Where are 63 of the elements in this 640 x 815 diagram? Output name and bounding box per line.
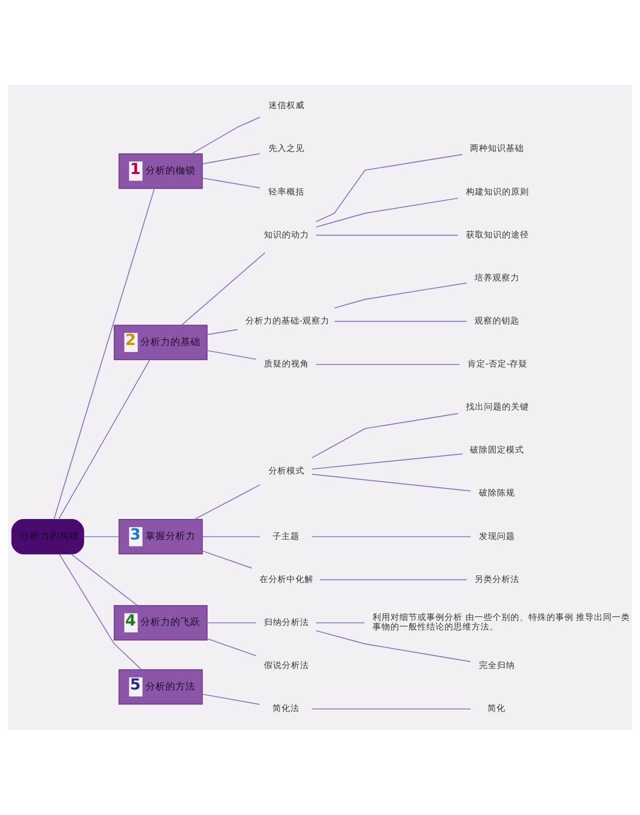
node-text: 另类分析法 [474, 574, 520, 585]
node-text: 质疑的视角 [264, 360, 310, 370]
node-text: 完全归纳 [478, 660, 515, 671]
connector [312, 536, 472, 538]
node-text: 找出问题的关键 [466, 402, 529, 413]
node-text: 先入之见 [268, 144, 304, 154]
connector [58, 359, 150, 520]
connector [206, 622, 257, 624]
connector [202, 153, 260, 164]
node-box: 1 分析的枷锁 [118, 153, 203, 189]
connector [191, 116, 260, 154]
connector [312, 708, 472, 710]
node-text: 破除固定模式 [470, 446, 524, 456]
connector [316, 630, 471, 662]
node-text: 假说分析法 [264, 660, 310, 671]
node-text: 破除陈规 [478, 488, 515, 499]
node-text: 在分析中化解 [260, 574, 314, 585]
node-text: 肯定-否定-存疑 [467, 360, 528, 370]
node-box: 分析力的构建 [11, 518, 84, 554]
node-text: 简化法 [272, 704, 300, 714]
node-text: 分析模式 [268, 466, 304, 477]
connector [83, 536, 120, 538]
node-box: 2 分析力的基础 [114, 324, 208, 360]
connector [70, 554, 138, 606]
node-text: 知识的动力 [264, 230, 310, 240]
node-text: 构建知识的原则 [466, 187, 529, 198]
connector [202, 178, 260, 188]
node-text: 轻率概括 [268, 187, 304, 198]
connector [316, 198, 459, 228]
node-text: 迷信权威 [268, 101, 304, 112]
node-text: 获取知识的途径 [466, 230, 529, 240]
connector [202, 694, 260, 705]
connector [59, 554, 142, 670]
connector [334, 282, 468, 308]
connector [206, 329, 238, 336]
node-box: 5 分析的方法 [118, 669, 203, 705]
connector [202, 550, 252, 569]
connector [316, 234, 458, 236]
connector [202, 536, 260, 538]
connector [312, 453, 463, 470]
node-text: 发现问题 [478, 532, 515, 542]
node-text: 子主题 [272, 532, 300, 542]
connector [206, 350, 257, 360]
node-text: 观察的钥匙 [474, 316, 520, 326]
connector [316, 364, 460, 365]
connector [334, 320, 468, 322]
connector [53, 188, 155, 520]
connector [194, 484, 260, 520]
node-text: 培养观察力 [474, 273, 520, 284]
node-text: 分析力的基础-观察力 [245, 316, 330, 326]
node-text: 利用对细节或事例分析 由一些个别的、特殊的事例 推导出同一类事物的一般性结论的思维方法。 [372, 613, 630, 633]
connector [312, 474, 472, 492]
node-text: 归纳分析法 [264, 618, 310, 628]
node-text: 简化 [487, 704, 506, 714]
connector [206, 638, 257, 656]
connector [315, 154, 463, 222]
node-box: 3 掌握分析力 [118, 518, 203, 554]
connector [181, 252, 266, 326]
connector [320, 579, 468, 580]
connector [312, 413, 459, 458]
node-text: 两种知识基础 [470, 144, 524, 154]
node-box: 4 分析力的飞跃 [114, 605, 208, 641]
connector [316, 622, 366, 624]
